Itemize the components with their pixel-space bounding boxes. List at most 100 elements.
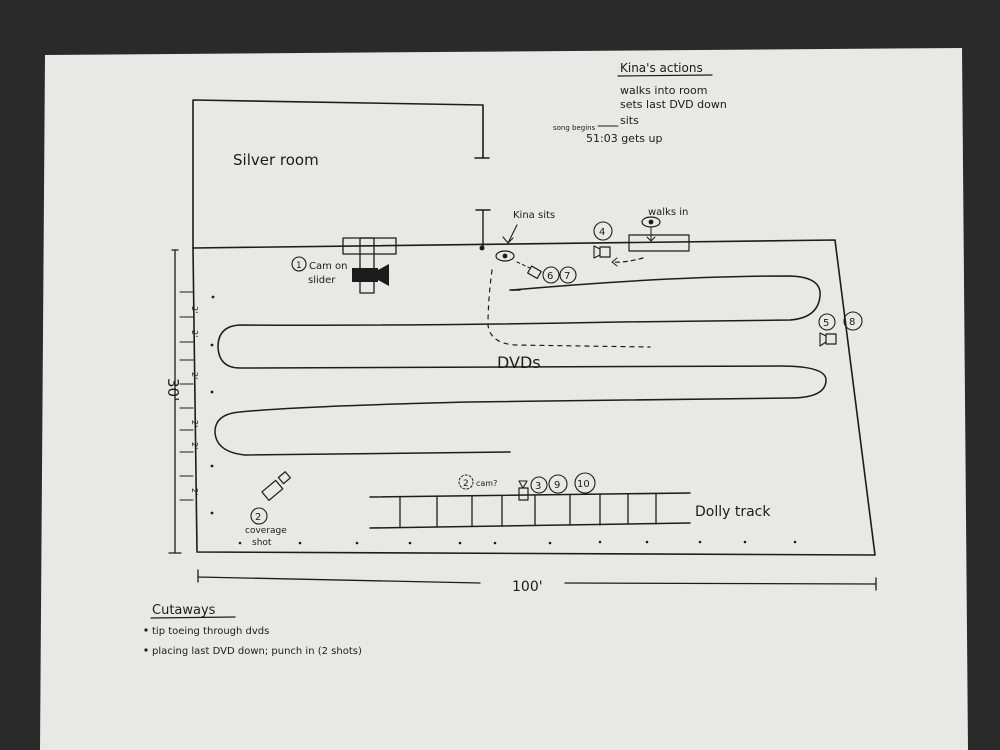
- shot-6-circle: [542, 266, 560, 284]
- spacing-dot-bottom-2: [298, 541, 302, 545]
- cutaway-item-1: tip toeing through dvds: [152, 626, 269, 637]
- shot-10-number: 10: [577, 479, 590, 490]
- spacing-dot-bottom-5: [458, 541, 462, 545]
- spacing-dot-bottom-10: [698, 540, 702, 544]
- dolly-track-ties: [399, 493, 657, 528]
- camera-5-8-body: [825, 333, 837, 345]
- shot-7-circle: [559, 266, 577, 284]
- camera-5-8: 5 8: [818, 311, 863, 347]
- spacing-dot-bottom-4: [408, 541, 412, 545]
- dolly-track-label: Dolly track: [695, 504, 771, 520]
- cutaways-title: Cutaways: [152, 603, 216, 618]
- cam1-label-line-1: Cam on: [309, 261, 348, 272]
- spacing-dot-bottom-8: [598, 540, 602, 544]
- coverage-camera: 2 coverage shot: [245, 471, 292, 548]
- silver-room: Silver room: [192, 99, 490, 249]
- cam2-number: 2: [255, 512, 261, 523]
- dolly-camera: 2 cam? 3 9 10: [458, 472, 596, 501]
- width-dimension-left: [197, 569, 481, 584]
- spacing-mark-6: 2': [190, 488, 199, 495]
- height-dimension-line: [168, 249, 182, 554]
- cam2-number-circle: [250, 507, 268, 525]
- coverage-label-line-1: coverage: [245, 526, 287, 536]
- spacing-dot-left-1: [211, 295, 215, 299]
- kina-approach-path: [516, 261, 531, 269]
- spacing-dot-left-3: [210, 390, 214, 394]
- width-dimension-label: 100': [512, 579, 543, 595]
- kina-sits-group: Kina sits: [495, 210, 555, 262]
- main-room-outline: [192, 239, 876, 556]
- cutaways-block: Cutaways tip toeing through dvds placing…: [144, 603, 362, 657]
- shot-4-number: 4: [599, 227, 605, 238]
- kina-exit-path: [487, 269, 651, 348]
- cam1-label-line-2: slider: [308, 275, 336, 286]
- slider-camera-body: [352, 268, 378, 282]
- kina-figure-standing: [641, 216, 661, 228]
- walks-in-arrow: [646, 227, 656, 242]
- dolly-camera-body: [518, 487, 529, 501]
- shot-4-circle: [593, 221, 613, 241]
- spacing-dot-bottom-6: [493, 541, 497, 545]
- spacing-mark-3: 2': [190, 372, 199, 379]
- cam1-number-circle: [291, 256, 307, 272]
- width-dimension: 100': [197, 569, 877, 595]
- slider-stem: [359, 237, 375, 294]
- shot-8-number: 8: [849, 317, 855, 328]
- camera-6-7-body: [527, 265, 542, 280]
- coverage-camera-body: [261, 479, 284, 501]
- slider-camera-lens: [378, 264, 389, 286]
- dvds-label: DVDs: [497, 353, 541, 372]
- cutaway-item-2: placing last DVD down; punch in (2 shots…: [152, 646, 362, 657]
- cam1-label: 1 Cam on slider: [291, 256, 348, 286]
- notes-line-2: sets last DVD down: [620, 98, 727, 111]
- camera-6-7: 6 7: [527, 265, 577, 284]
- spacing-dot-left-2: [210, 343, 214, 347]
- spacing-mark-1: 2': [190, 306, 199, 313]
- silver-room-outline: [192, 99, 490, 249]
- walks-in-label: walks in: [648, 207, 688, 218]
- shot-3-number: 3: [535, 481, 541, 492]
- height-dimension-ticks: [179, 291, 194, 501]
- dolly-track-rail-top: [369, 492, 691, 498]
- camera-4-lens: [593, 245, 601, 259]
- shot-8-circle: [843, 311, 863, 331]
- spacing-mark-2: 2': [190, 330, 199, 337]
- dvd-loop-upper: [214, 275, 827, 456]
- kina-sits-arrow: [502, 224, 518, 244]
- spacing-dot-bottom-9: [645, 540, 649, 544]
- spacing-dot-left-5: [210, 511, 214, 515]
- notes-line-3: sits: [620, 114, 639, 127]
- spacing-dot-bottom-3: [355, 541, 359, 545]
- silver-room-label: Silver room: [233, 151, 319, 169]
- shot-10-circle: [574, 472, 596, 494]
- spacing-dot-bottom-7: [548, 541, 552, 545]
- door-dot: [479, 245, 485, 251]
- cam2-alt-number: 2: [463, 479, 469, 489]
- kina-walk-path-arrow: [611, 257, 618, 267]
- camera-5-8-lens: [819, 332, 827, 347]
- shot-6-number: 6: [547, 271, 553, 282]
- spacing-dot-bottom-1: [238, 541, 242, 545]
- dolly-camera-lens: [518, 480, 528, 489]
- kina-walk-path: [611, 257, 644, 263]
- notes-title-underline: [617, 74, 713, 77]
- spacing-dot-bottom-12: [793, 540, 797, 544]
- cutaway-bullet-1: [144, 628, 148, 632]
- shot-5-circle: [818, 313, 836, 331]
- dolly-track: Dolly track: [369, 492, 771, 529]
- notes-block: Kina's actions walks into room sets last…: [553, 61, 727, 145]
- cam2-alt-circle: [458, 474, 474, 490]
- cutaway-bullet-2: [144, 648, 148, 652]
- shot-9-number: 9: [554, 480, 560, 491]
- kina-sits-label: Kina sits: [513, 210, 555, 221]
- coverage-label-line-2: shot: [252, 538, 272, 548]
- notes-line-4: 51:03 gets up: [586, 132, 662, 145]
- width-dimension-right: [564, 577, 877, 591]
- shot-3-circle: [530, 476, 548, 494]
- cam1-number: 1: [296, 261, 302, 271]
- camera-4: 4: [593, 221, 613, 259]
- kina-head-seated: [502, 253, 508, 259]
- spacing-dot-left-4: [210, 464, 214, 468]
